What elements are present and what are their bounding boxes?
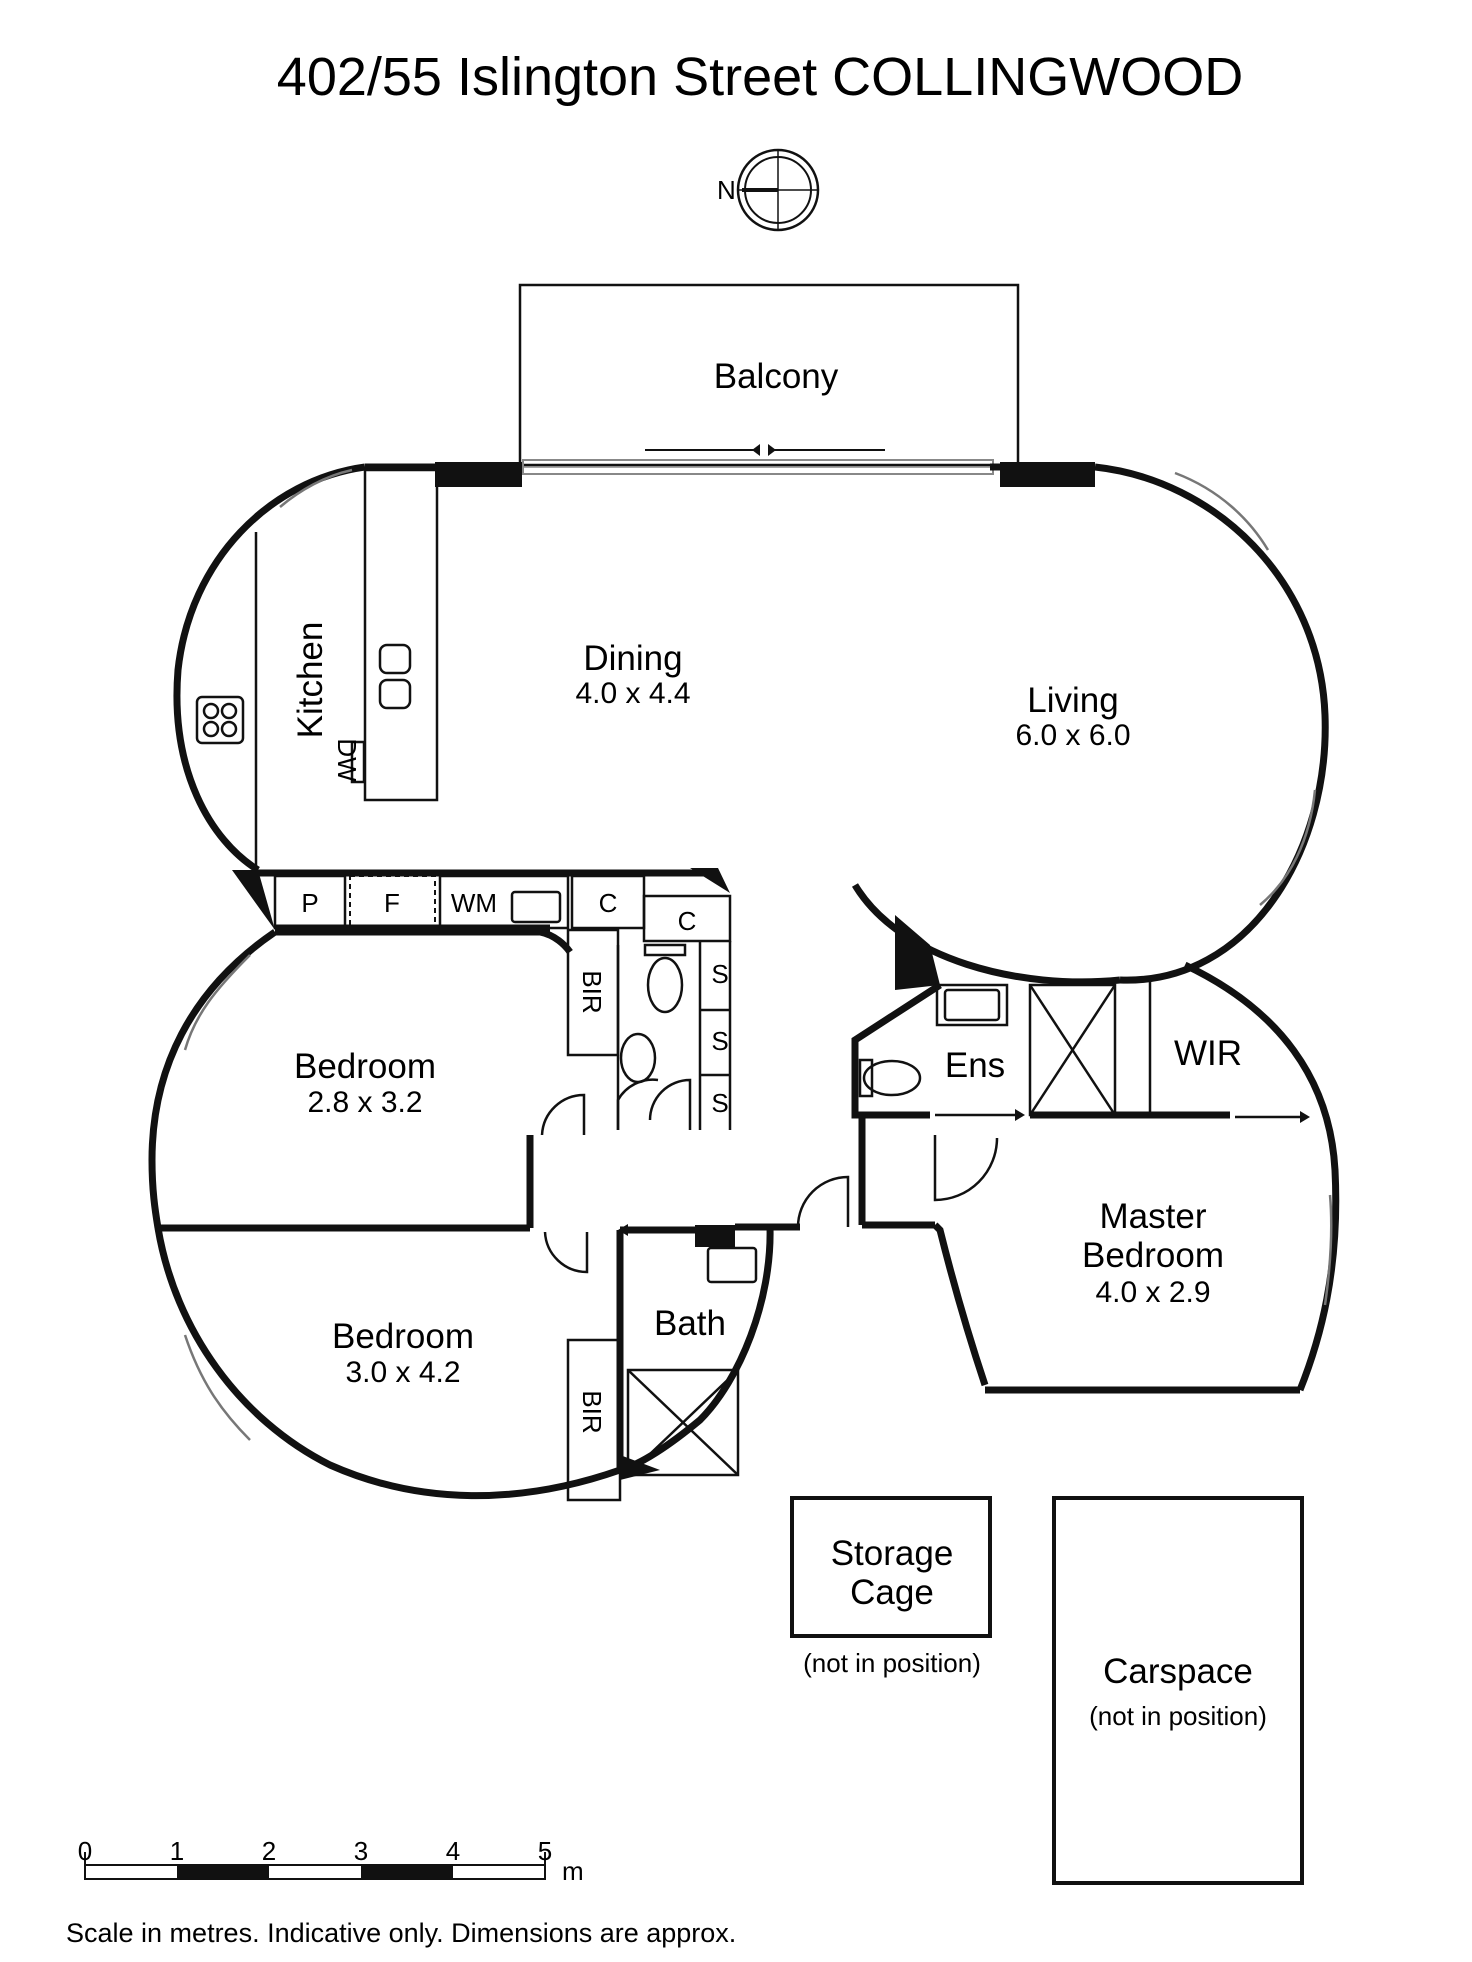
room-bedroom-2-label: Bedroom [332,1317,474,1356]
balcony-outline [518,283,1020,467]
carspace-outline [1052,1496,1304,1885]
scale-tick-3: 3 [354,1836,368,1866]
scale-unit: m [562,1856,584,1886]
shelf-2-label: S [711,1026,728,1056]
walls-master [851,915,1340,1394]
room-master-bedroom-label-line2: Bedroom [1082,1236,1224,1275]
kitchen-island [363,468,439,802]
carspace-label: Carspace [1103,1652,1253,1691]
sink-icon-2 [378,678,412,710]
cupboard-2-label: C [678,906,697,936]
washing-machine-label: WM [451,888,497,918]
cupboard-1-label: C [599,888,618,918]
storage-cage-label-line2: Cage [850,1573,934,1612]
scale-tick-1: 1 [170,1836,184,1866]
room-balcony-label: Balcony [714,357,839,396]
footer-disclaimer: Scale in metres. Indicative only. Dimens… [66,1918,736,1948]
sliding-door [522,444,994,475]
sink-icon [378,643,412,675]
fridge-label: F [384,888,400,918]
room-kitchen-label: Kitchen [291,622,330,739]
room-master-bedroom-label-line1: Master [1100,1197,1207,1236]
storage-cage-outline [790,1496,992,1638]
walls-bedroom-1 [148,928,586,1232]
shelf-1-label: S [711,959,728,989]
utility-strip [232,868,732,943]
storage-cage-label-line1: Storage [831,1534,954,1573]
room-dining-dims: 4.0 x 4.4 [575,677,690,710]
scale-tick-4: 4 [446,1836,460,1866]
walls-bedroom-2 [154,1175,850,1502]
walls-upper [173,462,1329,986]
scale-tick-0: 0 [78,1836,92,1866]
room-bedroom-2-dims: 3.0 x 4.2 [345,1356,460,1389]
room-dining-label: Dining [583,639,682,678]
room-wir-label: WIR [1174,1034,1242,1073]
storage-cage-note: (not in position) [803,1648,981,1678]
compass-icon [736,148,820,232]
room-ensuite-label: Ens [945,1046,1005,1085]
scale-bar [84,1852,546,1880]
carspace-note: (not in position) [1089,1701,1267,1731]
room-master-bedroom-dims: 4.0 x 2.9 [1095,1276,1210,1309]
pantry-label: P [301,888,318,918]
bir-2-label: BIR [577,1390,607,1433]
compass-north-label: N [717,175,736,205]
room-bath-label: Bath [654,1304,726,1343]
dishwasher-label: DW [332,738,362,782]
toilet-block [566,928,732,1130]
room-living-dims: 6.0 x 6.0 [1015,719,1130,752]
dishwasher-icon [350,740,366,784]
bir-1-label: BIR [577,970,607,1013]
page-title: 402/55 Islington Street COLLINGWOOD [277,47,1243,107]
cooktop-icon [195,695,245,745]
room-living-label: Living [1027,681,1118,720]
shelf-3-label: S [711,1088,728,1118]
room-bedroom-1-label: Bedroom [294,1047,436,1086]
room-bedroom-1-dims: 2.8 x 3.2 [307,1086,422,1119]
scale-tick-5: 5 [538,1836,552,1866]
scale-tick-2: 2 [262,1836,276,1866]
